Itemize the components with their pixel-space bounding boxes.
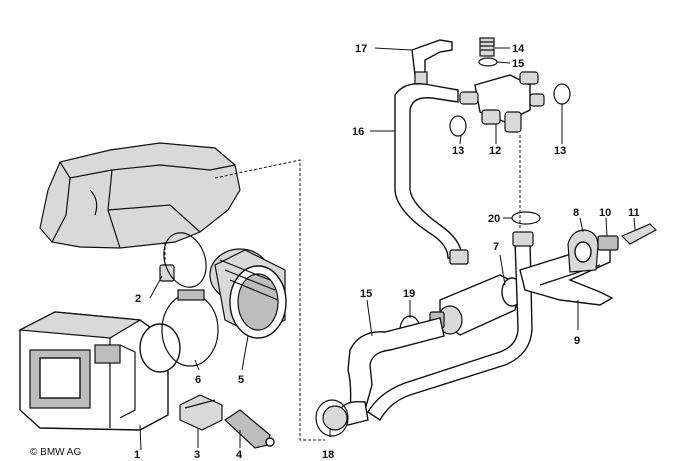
callout-19: 18: [322, 449, 334, 461]
callout-16: 15: [360, 288, 372, 300]
leader-lines: [139, 47, 636, 451]
hose-16: [322, 317, 445, 431]
o-ring-plenum: [163, 232, 207, 288]
sleeve-small: [159, 264, 175, 282]
callout-13-left: 13: [452, 145, 464, 157]
seal-ring-15: [478, 57, 498, 67]
connector-10: [597, 235, 619, 251]
sealing-ring-13-right: [553, 83, 571, 105]
intake-plenum: [39, 142, 241, 249]
air-flow-meter: [17, 311, 181, 431]
callout-10: 10: [599, 207, 611, 219]
callout-1: 1: [134, 449, 140, 461]
distributor-block-12: [459, 71, 545, 133]
callout-2: 2: [135, 293, 141, 305]
callout-13-right: 13: [554, 145, 566, 157]
bracket-9: [519, 244, 614, 306]
callout-5: 5: [238, 374, 244, 386]
hose-clamp-6: [161, 289, 219, 367]
callout-4: 4: [236, 449, 243, 461]
callout-17: 16: [352, 126, 364, 138]
callout-18: 17: [355, 43, 367, 55]
hose-long-right: [367, 231, 534, 422]
hose-clamp-21: [511, 211, 541, 225]
callout-14: 14: [512, 43, 525, 55]
copyright-notice: © BMW AG: [30, 447, 81, 458]
callout-20: 19: [403, 288, 415, 300]
hose-clamp-19: [315, 399, 349, 437]
callout-15: 15: [512, 58, 524, 70]
idle-valve-7: [429, 274, 523, 336]
callout-12: 12: [489, 145, 501, 157]
intake-bellows: [209, 248, 287, 339]
callout-labels: 17 14 15 16 13 12 13 20 8 10 11 7 15 19 …: [134, 43, 640, 461]
callout-9: 9: [574, 335, 580, 347]
callout-7: 7: [493, 241, 499, 253]
connector-3: [179, 394, 223, 431]
vacuum-elbow-18: [411, 39, 453, 87]
rubber-mount-8: [567, 229, 599, 273]
callout-8: 8: [573, 207, 579, 219]
sensor-11: [620, 223, 657, 245]
callout-11: 11: [628, 207, 640, 219]
callout-21: 20: [488, 213, 500, 225]
hose-17: [394, 83, 469, 265]
rubber-boot-4: [224, 409, 275, 449]
callout-3: 3: [194, 449, 200, 461]
callout-6: 6: [195, 374, 201, 386]
screw-14: [479, 37, 495, 57]
sealing-ring-13-left: [449, 115, 467, 137]
